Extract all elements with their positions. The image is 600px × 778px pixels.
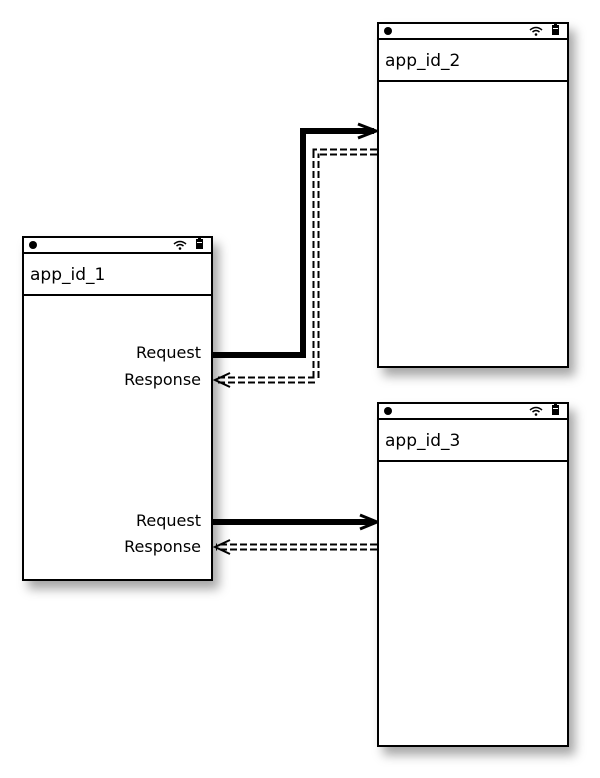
status-bar bbox=[24, 237, 211, 254]
app-title: app_id_1 bbox=[24, 254, 211, 296]
app-title: app_id_3 bbox=[379, 420, 567, 462]
request-label-app2: Request bbox=[136, 343, 201, 362]
wifi-icon bbox=[529, 26, 543, 36]
dot-icon bbox=[384, 407, 392, 415]
request-label-app3: Request bbox=[136, 511, 201, 530]
app-window-1: app_id_1 bbox=[22, 236, 213, 581]
wifi-icon bbox=[529, 406, 543, 416]
wifi-icon bbox=[173, 240, 187, 250]
request-arrow-app2 bbox=[212, 128, 374, 358]
response-label-app3: Response bbox=[124, 537, 201, 556]
response-arrowhead-app2 bbox=[212, 372, 231, 388]
battery-icon bbox=[552, 403, 559, 415]
dot-icon bbox=[29, 241, 37, 249]
app-title: app_id_2 bbox=[379, 40, 567, 82]
dot-icon bbox=[384, 27, 392, 35]
status-bar bbox=[379, 23, 567, 40]
response-label-app2: Response bbox=[124, 370, 201, 389]
battery-icon bbox=[196, 237, 203, 249]
battery-icon bbox=[552, 23, 559, 35]
status-bar bbox=[379, 403, 567, 420]
response-arrow-app2-outer bbox=[216, 148, 377, 384]
request-arrowhead-app2 bbox=[357, 122, 381, 140]
response-arrowhead-app3 bbox=[212, 539, 231, 555]
app-window-2: app_id_2 bbox=[377, 22, 569, 368]
app-window-3: app_id_3 bbox=[377, 402, 569, 747]
